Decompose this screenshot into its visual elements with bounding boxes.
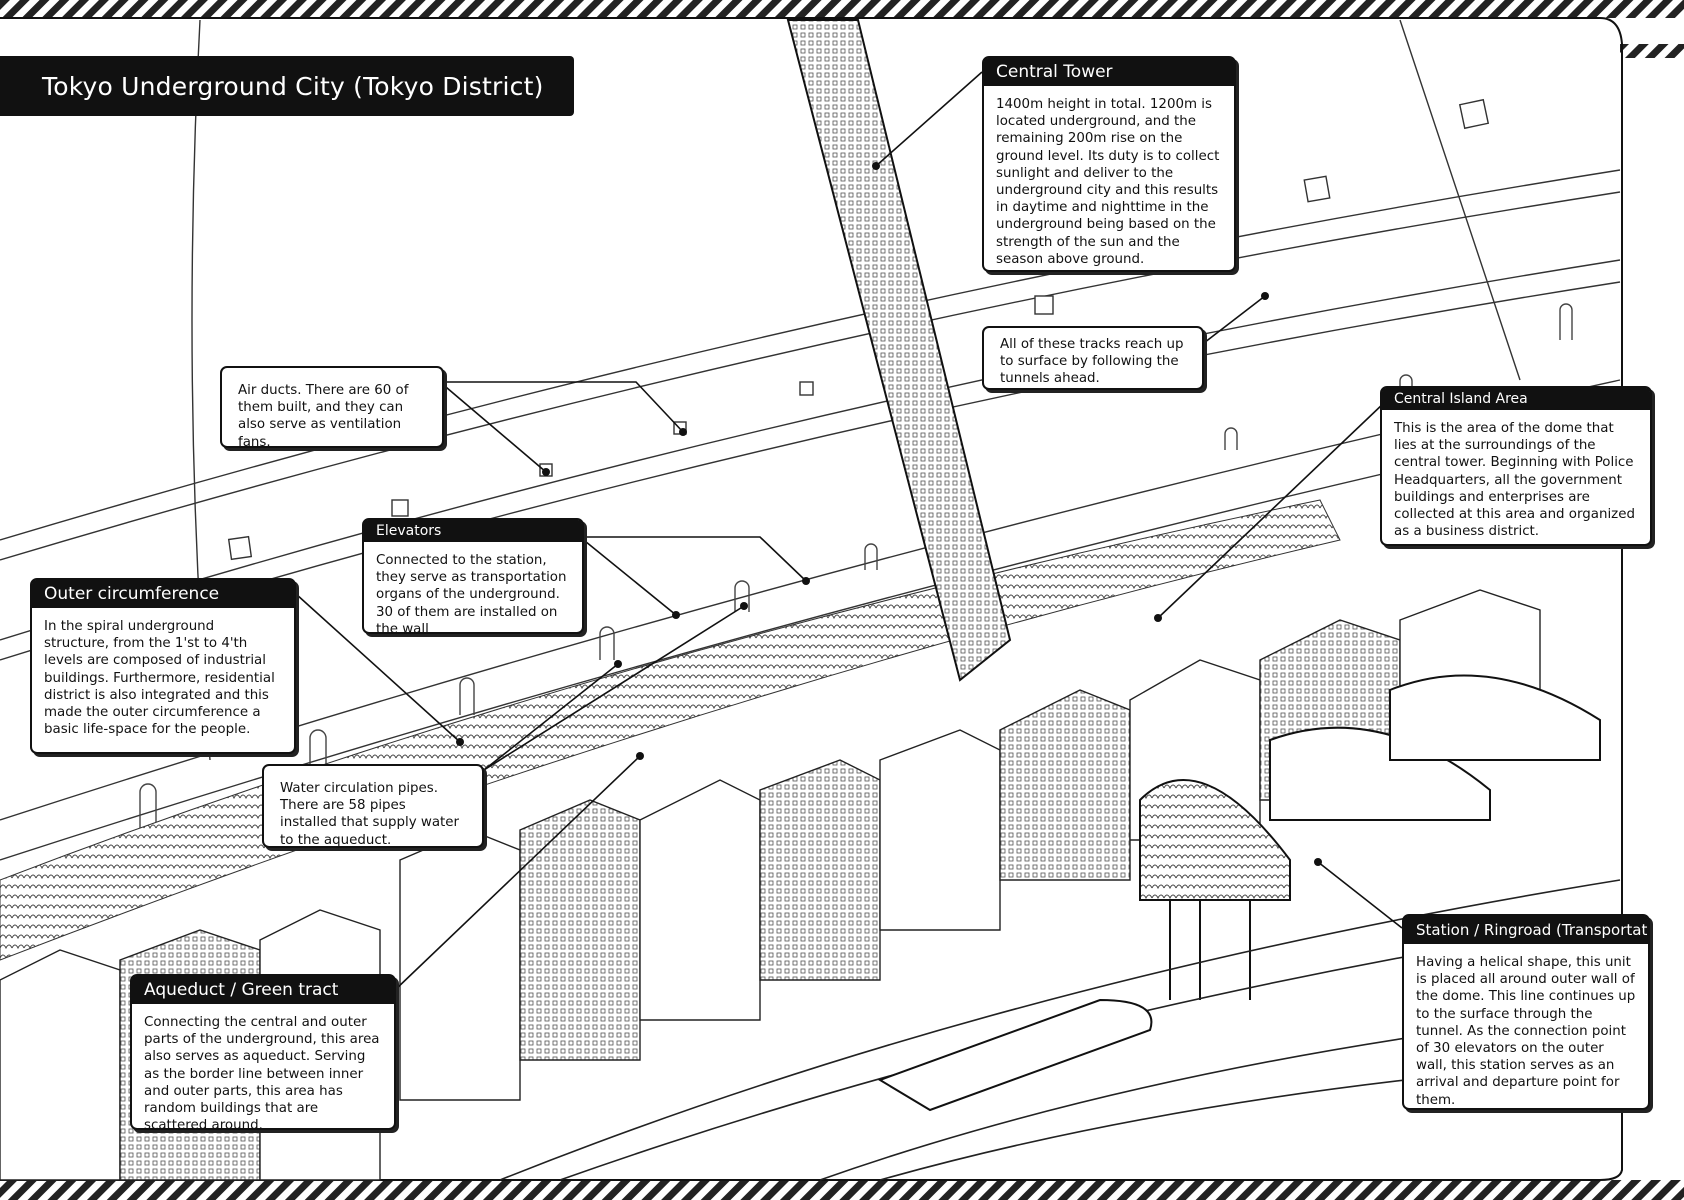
callout-heading: Outer circumference [32,580,294,608]
callout-text: In the spiral underground structure, fro… [44,619,275,738]
central-tower [786,19,1012,682]
callout-water-pipes: Water circulation pipes. There are 58 pi… [262,764,484,848]
station-structure [1139,674,1601,1000]
callout-text: Water circulation pipes. There are 58 pi… [280,781,460,848]
callout-central-island: Central Island Area This is the area of … [1380,386,1652,546]
callout-heading: Elevators [364,520,582,542]
callout-text: Connecting the central and outer parts o… [144,1015,380,1134]
callout-text: Connected to the station, they serve as … [376,553,567,637]
callout-tracks: All of these tracks reach up to surface … [982,326,1204,390]
callout-outer-circumference: Outer circumference In the spiral underg… [30,578,296,754]
callout-aqueduct: Aqueduct / Green tract Connecting the ce… [130,974,396,1133]
callout-text: All of these tracks reach up to surface … [1000,337,1184,387]
callout-central-tower: Central Tower 1400m height in total. 120… [982,56,1236,272]
callout-text: Having a helical shape, this unit is pla… [1416,955,1636,1108]
train [877,998,1153,1112]
callout-heading: Central Island Area [1382,388,1650,410]
callout-text: 1400m height in total. 1200m is located … [996,97,1220,267]
callout-air-ducts: Air ducts. There are 60 of them built, a… [220,366,444,450]
elevator-shafts [139,303,1573,830]
right-hatch-border [1620,44,1684,58]
page-frame [0,17,1623,1181]
callout-leader-dots [456,162,1322,866]
bottom-hatch-border [0,1180,1684,1200]
page-title: Tokyo Underground City (Tokyo District) [42,71,544,101]
page-title-bar: Tokyo Underground City (Tokyo District) [0,56,574,116]
callout-heading: Station / Ringroad (Transportation) [1404,916,1648,944]
callout-leader-lines [295,71,1403,991]
callout-text: Air ducts. There are 60 of them built, a… [238,383,409,450]
callout-elevators: Elevators Connected to the station, they… [362,518,584,637]
callout-heading: Central Tower [984,58,1234,86]
callout-heading: Aqueduct / Green tract [132,976,394,1004]
callout-station: Station / Ringroad (Transportation) Havi… [1402,914,1650,1110]
top-hatch-border [0,0,1684,18]
callout-text: This is the area of the dome that lies a… [1394,421,1635,540]
dome-wall-lines [0,19,1621,861]
